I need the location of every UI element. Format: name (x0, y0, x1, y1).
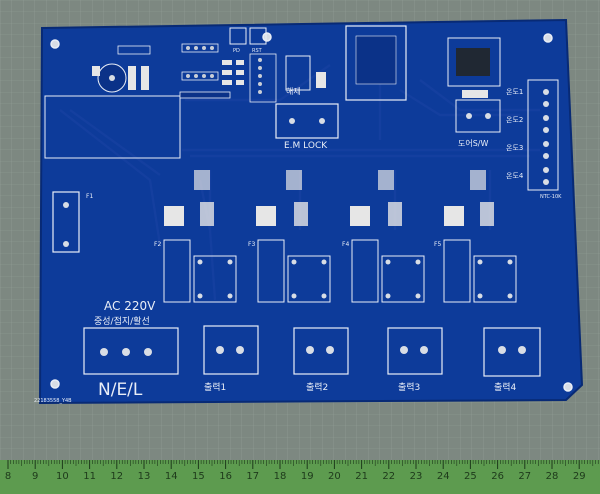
label-ac-sub: 중성/접지/활선 (94, 315, 150, 327)
smd-cluster (179, 60, 244, 99)
ruler-number: 24 (437, 471, 450, 482)
ruler-number: 21 (355, 471, 368, 482)
ruler-strip (0, 460, 600, 494)
wifi-module-outline (345, 25, 407, 101)
smd-haeje (316, 72, 326, 88)
regulator-area (92, 45, 151, 93)
label-temp4: 온도4 (506, 172, 524, 180)
channel-2: F3 (248, 170, 349, 375)
ruler-number: 19 (301, 471, 314, 482)
ruler-ticks (7, 460, 599, 469)
label-out3: 출력3 (398, 381, 420, 393)
mcu-crystal (462, 90, 488, 98)
fuse-f1-outline (52, 191, 80, 253)
ruler-number: 26 (491, 471, 504, 482)
label-out4: 출력4 (494, 381, 517, 393)
door-switch-connector (455, 99, 501, 133)
door-switch-pads (466, 113, 491, 119)
svg-text:PD: PD (233, 48, 240, 54)
ruler-number: 18 (274, 471, 287, 482)
label-em-lock: E.M LOCK (284, 141, 328, 151)
ruler-number: 17 (246, 471, 259, 482)
release-switch-outline (285, 55, 311, 91)
svg-text:RST: RST (252, 48, 263, 54)
ruler-number: 16 (219, 471, 232, 482)
ruler-number: 27 (518, 471, 531, 482)
em-lock-pads (289, 118, 325, 124)
ruler-number: 13 (138, 471, 151, 482)
ac-input-connector (83, 327, 179, 375)
svg-text:F3: F3 (248, 241, 255, 248)
header-pins (181, 43, 277, 103)
label-nel: N/E/L (98, 380, 143, 400)
serial-label: 22183558_Y4B (34, 398, 72, 404)
ruler-number: 28 (546, 471, 559, 482)
ruler-number: 15 (192, 471, 205, 482)
label-out2: 출력2 (306, 381, 328, 393)
channel-4: F5 (434, 170, 541, 377)
ac-input-pads (100, 348, 152, 356)
label-ntc: NTC-10K (540, 194, 562, 200)
label-temp2: 온도2 (506, 116, 523, 124)
ruler-number: 11 (83, 471, 96, 482)
mounting-holes (50, 32, 573, 392)
label-temp3: 온도3 (506, 144, 523, 152)
label-f1: F1 (86, 193, 93, 200)
mcu-outline (447, 37, 501, 87)
label-door-sw: 도어S/W (458, 138, 488, 148)
label-haeje: 해제 (286, 86, 301, 96)
rst-pd-buttons: PD RST (229, 27, 267, 54)
ruler-number: 23 (410, 471, 423, 482)
temp-connector-pads (543, 89, 549, 185)
power-outline (44, 95, 181, 159)
ruler-number: 12 (110, 471, 123, 482)
fuse-f1-pads (63, 202, 69, 247)
svg-text:F2: F2 (154, 241, 161, 248)
ruler-number: 10 (56, 471, 69, 482)
ruler-number: 22 (382, 471, 395, 482)
channel-3: F4 (342, 170, 443, 375)
temp-connector-block (527, 79, 559, 191)
svg-text:F4: F4 (342, 241, 349, 248)
ruler-number: 29 (573, 471, 586, 482)
ruler-number: 20 (328, 471, 341, 482)
ruler-number: 14 (165, 471, 178, 482)
ruler-number: 8 (5, 471, 11, 482)
label-out1: 출력1 (204, 381, 226, 393)
channel-1: F2 (154, 170, 259, 375)
ruler-number: 9 (32, 471, 38, 482)
label-ac-220v: AC 220V (104, 299, 156, 313)
mcu-chip (456, 48, 490, 76)
svg-text:F5: F5 (434, 241, 441, 248)
label-temp1: 온도1 (506, 88, 523, 96)
ruler-number: 25 (464, 471, 477, 482)
wifi-module-inner (355, 35, 397, 85)
em-lock-connector (275, 103, 339, 139)
ruler-numbers: 8 9 10 11 12 13 14 15 16 17 18 19 20 21 22 23 24 25 26 27 28… (5, 471, 586, 482)
